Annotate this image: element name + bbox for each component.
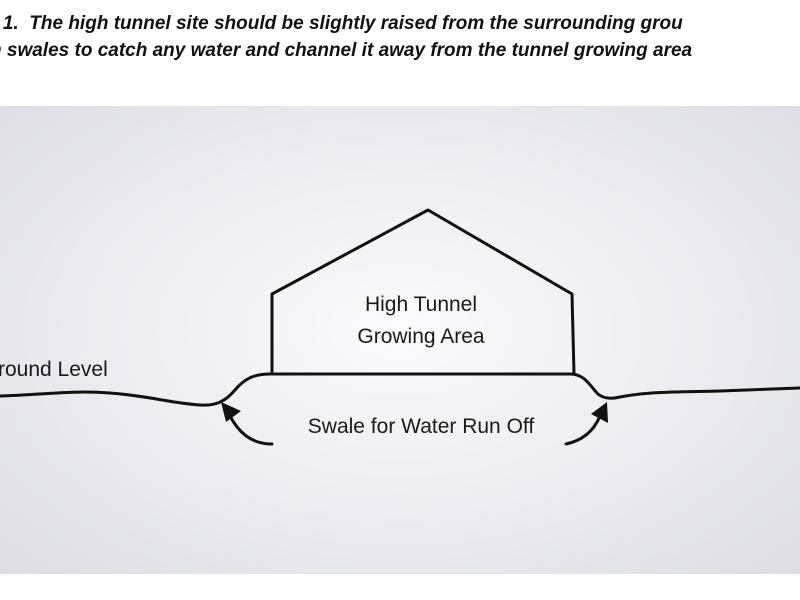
figure-caption: ure 1. The high tunnel site should be sl… [0,0,800,80]
swale-label: Swale for Water Run Off [308,415,535,438]
figure-number: ure 1. [0,13,19,34]
diagram-panel: High Tunnel Growing Area round Level Swa… [0,106,800,574]
ground-level-label: round Level [0,358,108,381]
caption-line-2: h swales to catch any water and channel … [0,39,692,63]
tunnel-label-line-1: High Tunnel [365,293,477,316]
high-tunnel-structure [270,208,576,376]
right-arrowhead-icon [591,402,608,423]
caption-text-1: The high tunnel site should be slightly … [29,13,683,34]
caption-line-1: ure 1. The high tunnel site should be sl… [0,12,683,36]
ground-line [0,372,800,407]
high-tunnel-diagram: High Tunnel Growing Area round Level Swa… [0,208,800,446]
tunnel-label-line-2: Growing Area [357,325,485,348]
right-curved-arrow [564,414,602,446]
caption-text-2: h swales to catch any water and channel … [0,40,693,61]
left-arrowhead-icon [221,402,241,422]
left-curved-arrow [228,414,274,446]
